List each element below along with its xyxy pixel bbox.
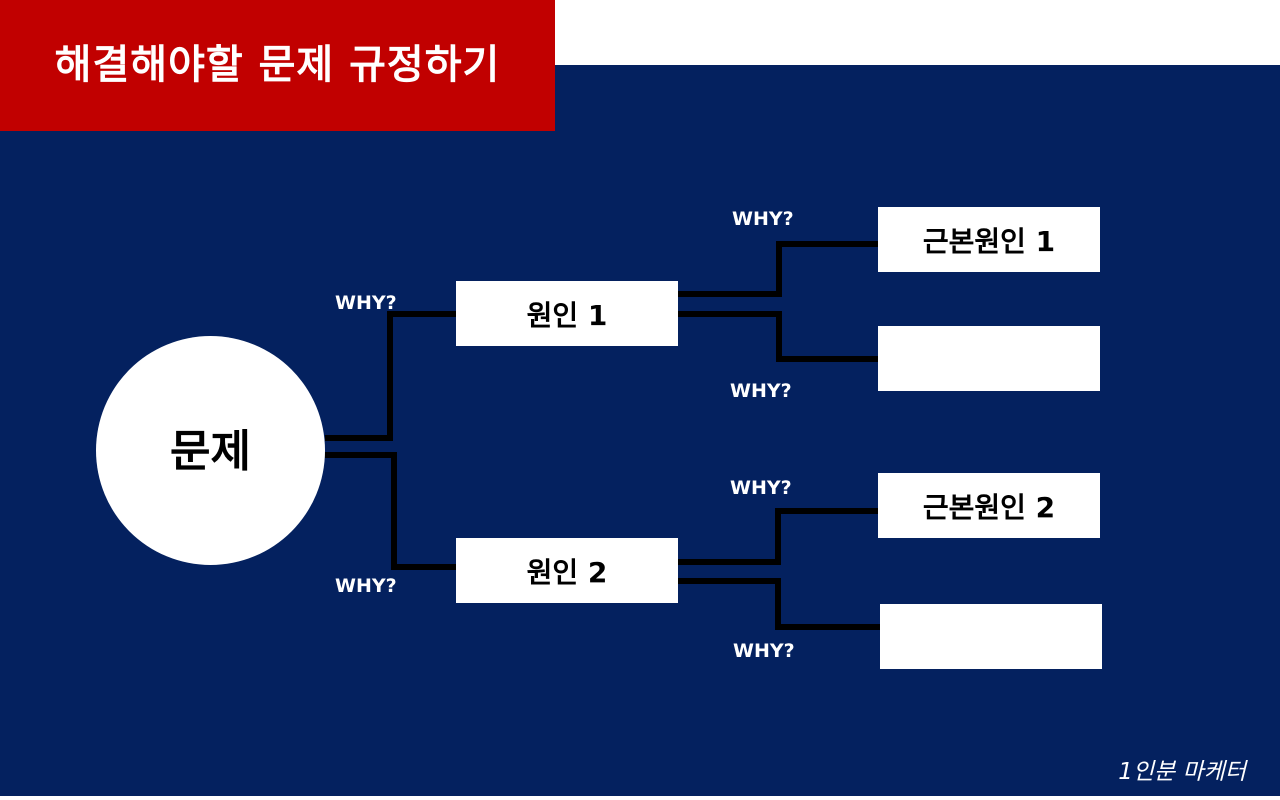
why-label-cause-2-root-2: WHY?	[733, 640, 795, 662]
root-cause-box-1-1: 근본원인 1	[878, 207, 1100, 272]
connector-cause-1-root-1	[678, 241, 878, 297]
connector-cause-1-root-2	[678, 311, 878, 362]
why-label-cause-1-root-1: WHY?	[732, 208, 794, 230]
title-banner: 해결해야할 문제 규정하기	[0, 0, 555, 131]
connector-problem-cause-2	[325, 452, 456, 570]
why-label-cause-2-root-1: WHY?	[730, 477, 792, 499]
connector-cause-2-root-2	[678, 578, 880, 630]
connector-problem-cause-1	[325, 311, 456, 441]
cause-label-2: 원인 2	[526, 555, 608, 589]
slide-title: 해결해야할 문제 규정하기	[54, 41, 501, 88]
why-label-problem-cause-1: WHY?	[335, 292, 397, 314]
root-cause-label-2-1: 근본원인 2	[922, 490, 1056, 524]
root-cause-box-1-2	[878, 326, 1100, 391]
cause-label-1: 원인 1	[526, 298, 608, 332]
why-label-cause-1-root-2: WHY?	[730, 380, 792, 402]
cause-box-2: 원인 2	[456, 538, 678, 603]
footer-brand: 1인분 마케터	[1118, 759, 1246, 785]
connector-cause-2-root-1	[678, 508, 878, 565]
why-label-problem-cause-2: WHY?	[335, 575, 397, 597]
cause-box-1: 원인 1	[456, 281, 678, 346]
root-cause-box-2-1: 근본원인 2	[878, 473, 1100, 538]
problem-label: 문제	[170, 425, 251, 477]
root-cause-box-2-2	[880, 604, 1102, 669]
root-cause-label-1-1: 근본원인 1	[922, 224, 1056, 258]
problem-node: 문제	[96, 336, 325, 565]
